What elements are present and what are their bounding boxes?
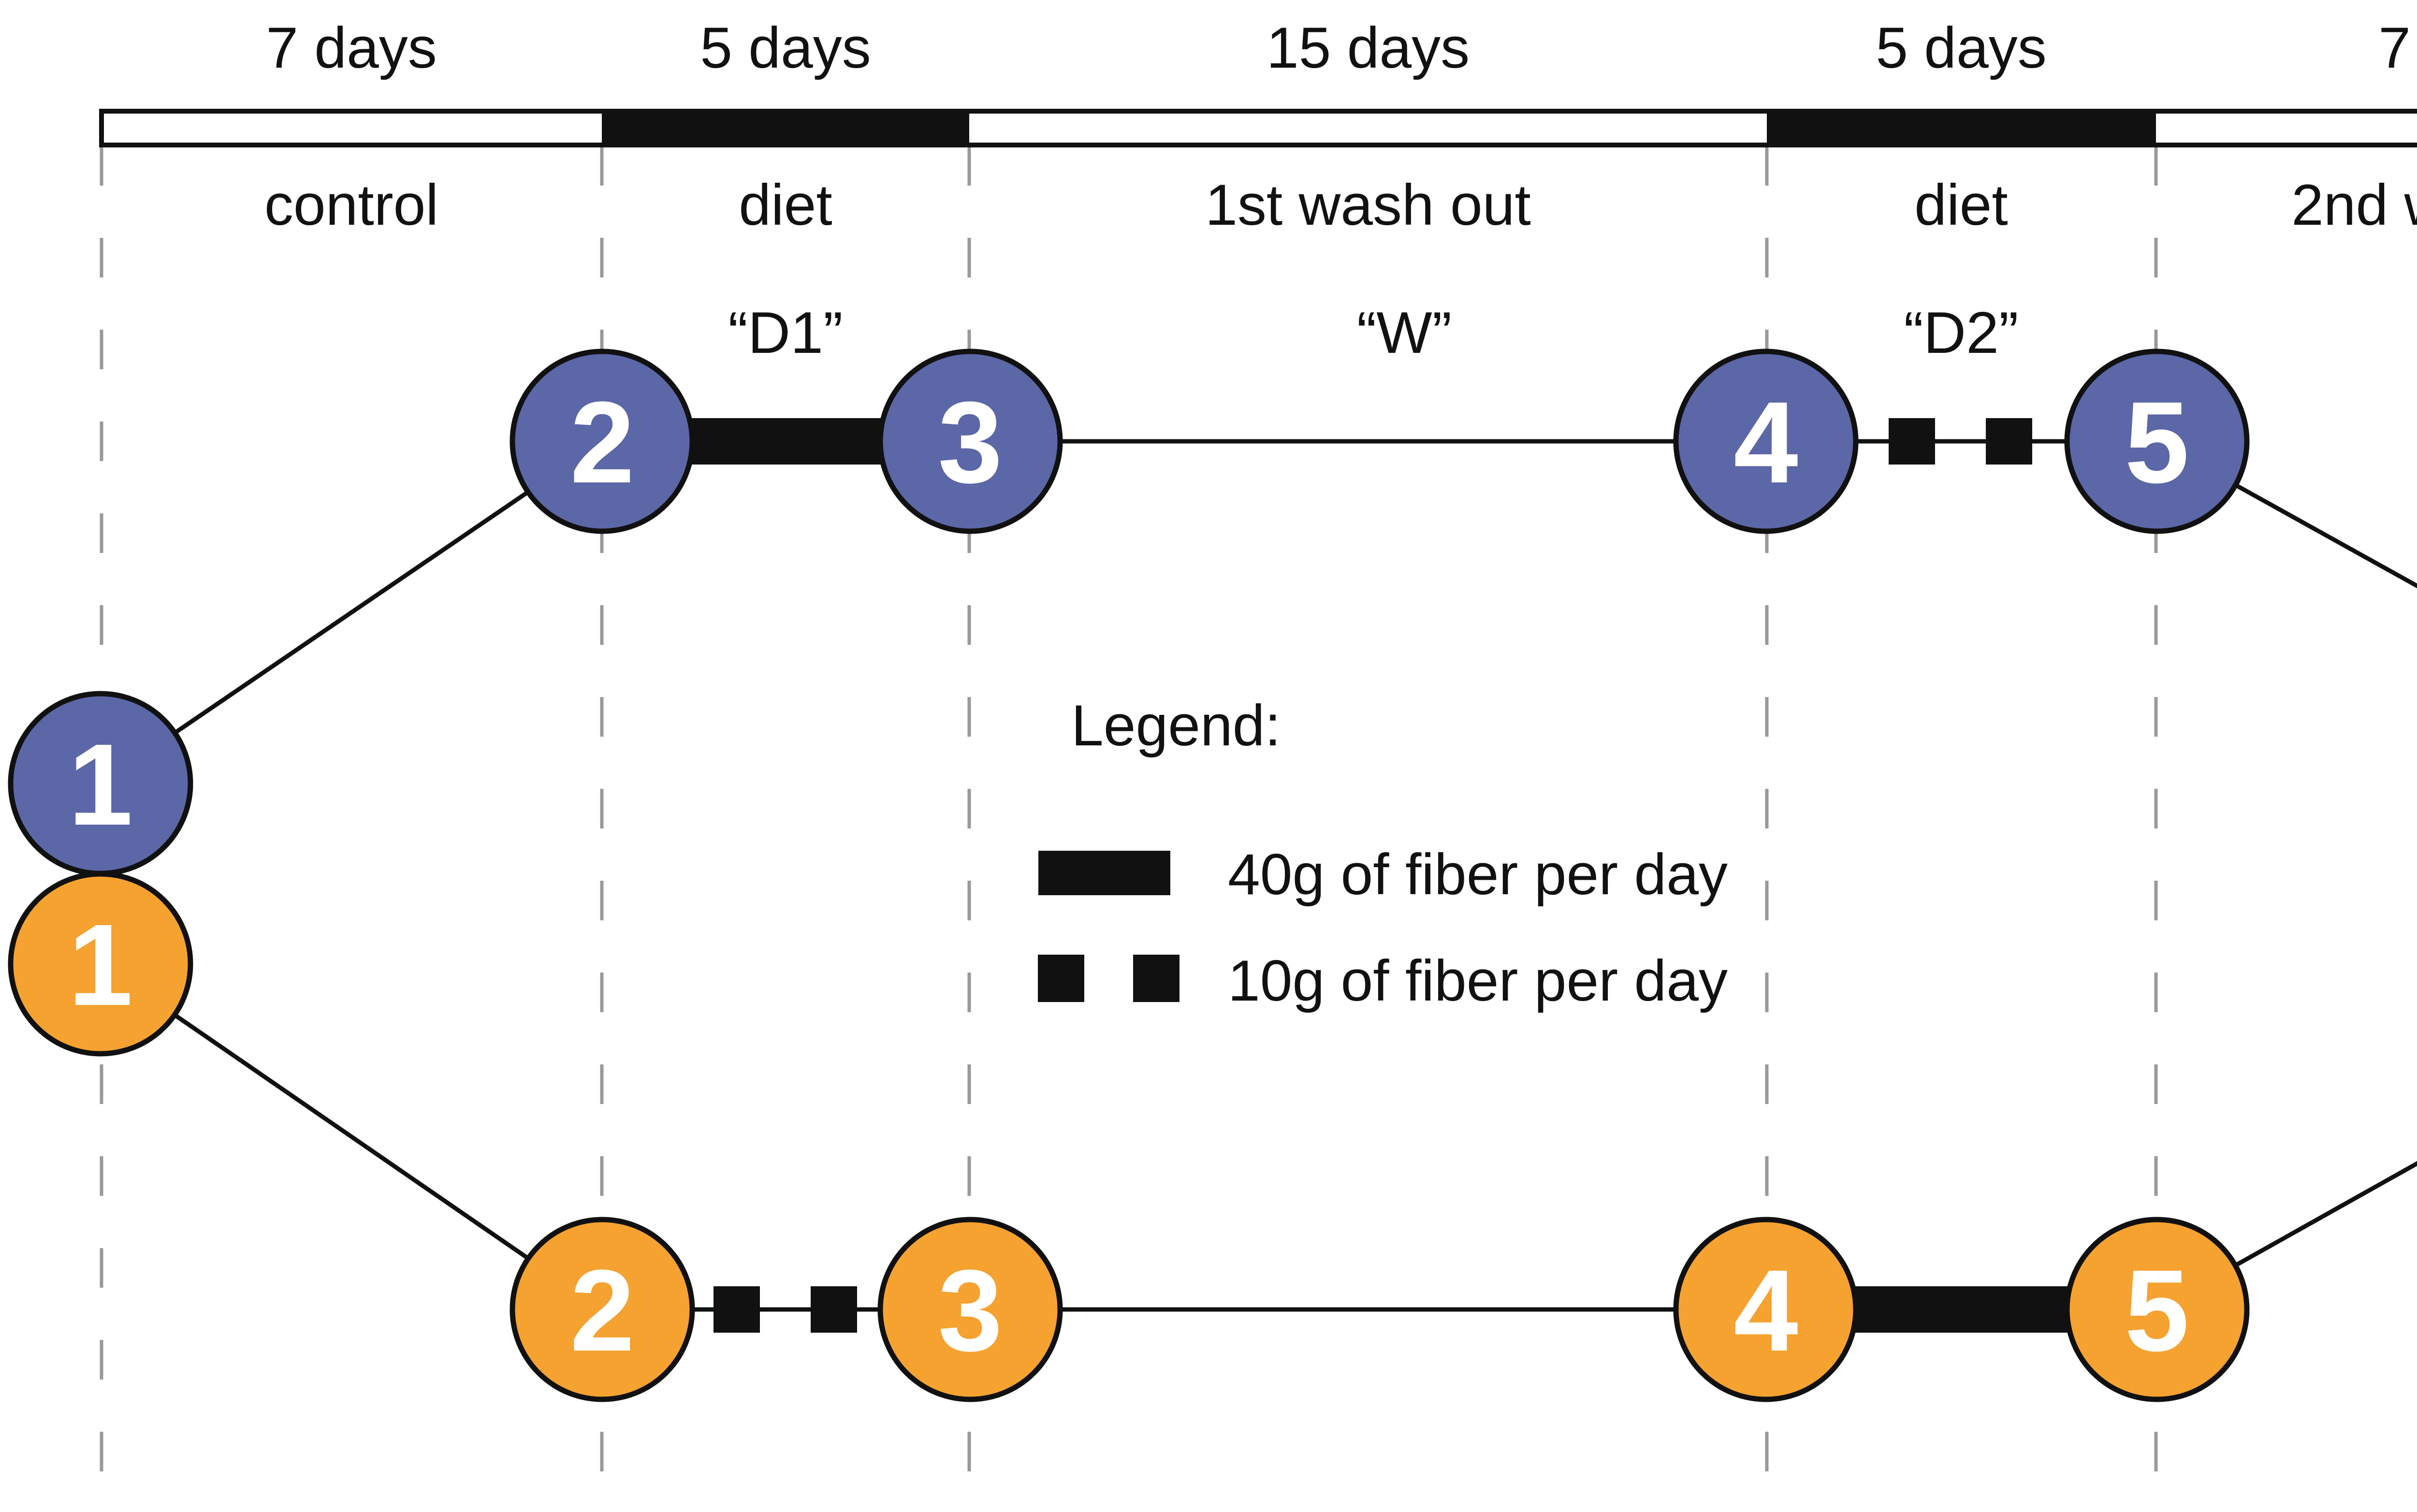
dashed-squares-icon — [1038, 955, 1084, 1002]
duration-labels: 7 days 5 days 15 days 5 days 7 days — [266, 15, 2417, 80]
connector-orange-1-2 — [99, 962, 604, 1311]
timeline-bar — [99, 109, 2417, 147]
diet-phase-black-segment-d1 — [602, 109, 969, 147]
legend-item-10g-label: 10g of fiber per day — [1228, 948, 1728, 1013]
node-orange-4-label: 4 — [1733, 1246, 1798, 1375]
connector-blue-1-2 — [99, 439, 604, 785]
node-blue-5: 5 — [2064, 349, 2250, 534]
dose-10g-square-blue-4-5-b — [1986, 418, 2032, 465]
node-orange-5-label: 5 — [2125, 1246, 2189, 1375]
node-orange-1-circle — [8, 871, 193, 1057]
phase-label-diet-1: diet — [739, 173, 832, 237]
dose-markers — [686, 418, 2069, 1333]
dashed-squares-icon — [1133, 955, 1179, 1002]
node-blue-5-label: 5 — [2125, 378, 2189, 507]
legend-item-40g-label: 40g of fiber per day — [1228, 842, 1728, 907]
phase-codes: “D1” “W” “D2” — [728, 300, 2018, 365]
node-blue-2-circle — [510, 349, 695, 534]
connector-blue-5-6 — [2155, 439, 2417, 589]
phase-code-d2: “D2” — [1904, 300, 2018, 365]
node-blue-4: 4 — [1673, 349, 1859, 534]
node-blue-3-label: 3 — [938, 378, 1002, 507]
connector-orange-5-6 — [2155, 1161, 2417, 1311]
node-orange-2-label: 2 — [570, 1246, 634, 1375]
node-orange-2-circle — [510, 1217, 695, 1402]
node-orange-1-label: 1 — [68, 900, 132, 1030]
node-blue-2-label: 2 — [570, 378, 634, 507]
node-orange-4: 4 — [1673, 1217, 1859, 1402]
node-blue-1: 1 — [8, 691, 193, 876]
duration-label: 7 days — [266, 15, 437, 80]
node-blue-4-circle — [1673, 349, 1859, 534]
duration-label: 5 days — [1876, 15, 2047, 80]
dose-10g-square-orange-2-3-b — [811, 1286, 857, 1333]
phase-code-w: “W” — [1357, 300, 1452, 365]
arm-orange-nodes: 1 2 3 4 5 6 — [8, 871, 2250, 1402]
solid-bar-icon — [1038, 851, 1170, 895]
legend: Legend: 40g of fiber per day 10g of fibe… — [1038, 693, 1728, 1013]
node-orange-4-circle — [1673, 1217, 1859, 1402]
node-orange-3-circle — [877, 1217, 1063, 1402]
legend-item-10g: 10g of fiber per day — [1038, 948, 1728, 1013]
node-blue-2: 2 — [510, 349, 695, 534]
node-orange-2: 2 — [510, 1217, 695, 1402]
duration-label: 7 days — [2378, 15, 2417, 80]
legend-title: Legend: — [1071, 693, 1281, 758]
duration-label: 5 days — [700, 15, 871, 80]
node-orange-3: 3 — [877, 1217, 1063, 1402]
node-orange-5: 5 — [2064, 1217, 2250, 1402]
node-orange-3-label: 3 — [938, 1246, 1002, 1375]
legend-item-40g: 40g of fiber per day — [1038, 842, 1728, 907]
duration-label: 15 days — [1267, 15, 1470, 80]
node-orange-1: 1 — [8, 871, 193, 1057]
node-blue-5-circle — [2064, 349, 2250, 534]
diet-phase-black-segment-d2 — [1767, 109, 2156, 147]
dose-40g-bar-orange-4-5 — [1851, 1286, 2069, 1333]
phase-label-washout-1: 1st wash out — [1205, 173, 1531, 237]
node-blue-3-circle — [877, 349, 1063, 534]
phase-label-control: control — [264, 173, 438, 237]
timeline-bar-outline — [99, 109, 2417, 147]
dose-10g-square-blue-4-5-a — [1889, 418, 1935, 465]
dose-40g-bar-blue-2-3 — [686, 418, 885, 465]
node-orange-5-circle — [2064, 1217, 2250, 1402]
node-blue-4-label: 4 — [1733, 378, 1798, 507]
node-blue-1-label: 1 — [68, 720, 132, 849]
phase-labels: control diet 1st wash out diet 2nd wash … — [264, 173, 2417, 237]
phase-code-d1: “D1” — [728, 300, 843, 365]
phase-label-washout-2: 2nd wash out — [2291, 173, 2417, 237]
node-blue-3: 3 — [877, 349, 1063, 534]
arm-blue-nodes: 1 2 3 4 5 6 — [8, 349, 2250, 876]
dose-10g-square-orange-2-3-a — [713, 1286, 760, 1333]
phase-label-diet-2: diet — [1914, 173, 2008, 237]
